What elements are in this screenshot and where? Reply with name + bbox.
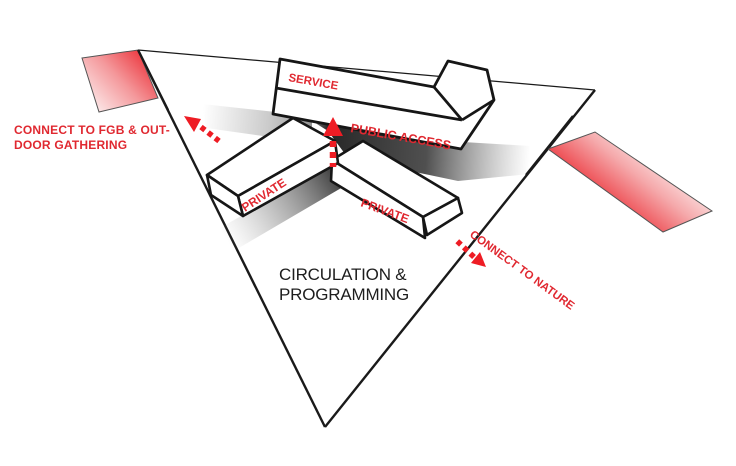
arrow-head-down-right-icon [471,252,486,267]
private-right-end [421,196,464,237]
arrow-head-up-left-icon [184,116,201,132]
shadow-band-lower-left [220,160,348,252]
label-circulation-line1: CIRCULATION & [279,265,407,284]
service-wing-edge-left [432,86,464,121]
service-silhouette [271,57,496,151]
arrow-head-up-icon [323,117,343,136]
private-left-end [205,173,245,218]
building-service [271,57,496,151]
building-private-right [329,139,464,240]
public-access-arrow [323,117,343,167]
dashed-arrow-up-left-icon [199,124,221,144]
service-ridge-edge [275,86,463,122]
label-connect-fgb-line2: DOOR GATHERING [14,138,127,152]
label-connect-nature: CONNECT TO NATURE [467,229,576,313]
red-patch-left [81,49,159,113]
connect-fgb-arrow [184,116,221,144]
dashed-arrow-down-right-icon [454,238,476,259]
red-patch-right [546,131,714,233]
label-connect-fgb-line1: CONNECT TO FGB & OUT- [14,123,170,137]
highlight-patches [81,49,714,233]
site-edge-top [137,49,596,91]
label-circulation-line2: PROGRAMMING [279,285,409,304]
service-wing-edge-right [461,98,495,122]
connect-nature-arrow [454,238,486,267]
site-edge-right-overlay [525,115,574,176]
building-private-left [205,116,340,218]
site-edge-left-overlay [136,49,170,111]
